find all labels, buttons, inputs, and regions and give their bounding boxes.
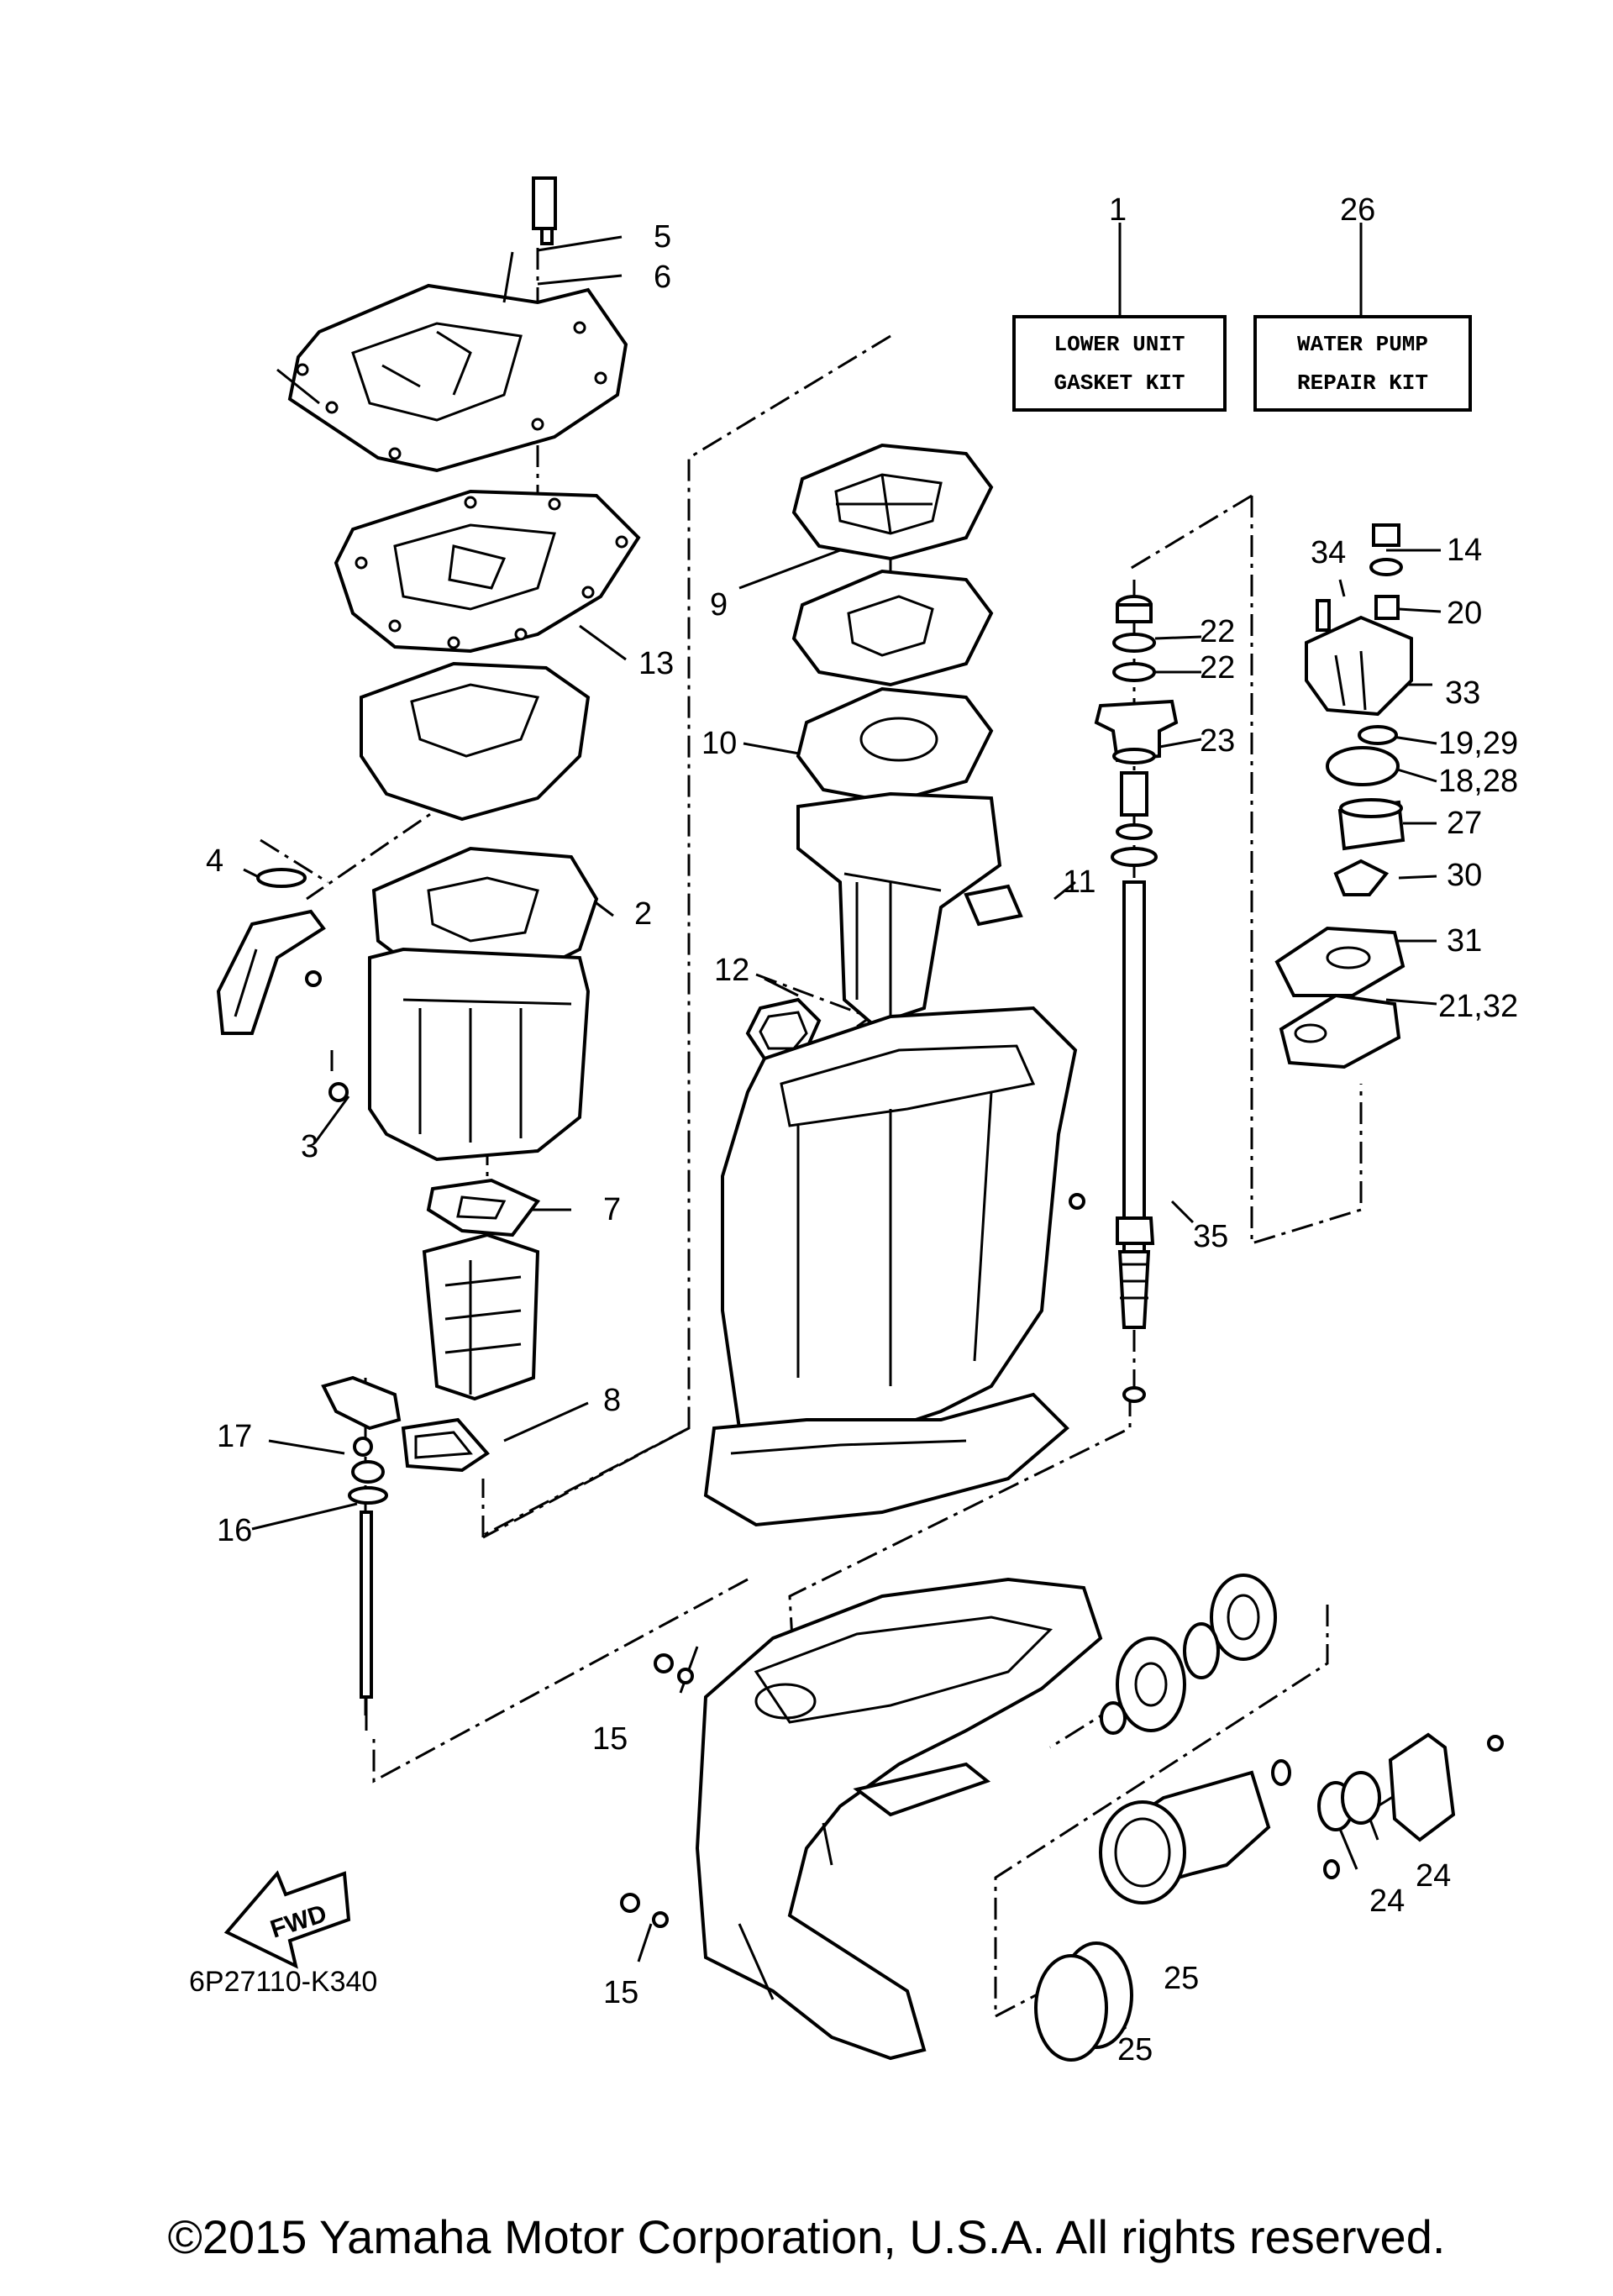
callout-26: 26 (1340, 192, 1376, 228)
reference-code: 6P27110-K340 (189, 1966, 378, 1998)
callout-22-upper: 22 (1200, 614, 1236, 649)
water-pump-parts (1274, 523, 1413, 1069)
drain-screws (620, 1193, 1085, 1928)
callout-8: 8 (603, 1383, 622, 1418)
copyright-notice: ©2015 Yamaha Motor Corporation, U.S.A. A… (167, 2210, 1446, 2263)
callout-9: 9 (710, 587, 728, 623)
gasket-8 (401, 1417, 491, 1473)
lower-unit-kit-line2: GASKET KIT (1053, 370, 1185, 396)
drive-shaft (1116, 880, 1155, 1403)
callout-25-right: 25 (1164, 1961, 1200, 1996)
callout-21-32: 21,32 (1438, 989, 1519, 1024)
exhaust-guide-housing (796, 791, 1002, 1027)
lower-casing (695, 1577, 1103, 2061)
callout-35: 35 (1193, 1219, 1229, 1254)
gasket-13 (334, 489, 641, 654)
callout-15-upper: 15 (592, 1721, 628, 1757)
callout-10: 10 (701, 726, 738, 761)
callout-3: 3 (301, 1129, 319, 1164)
callout-24-right: 24 (1416, 1858, 1452, 1894)
fwd-arrow-icon: FWD (223, 1870, 351, 1969)
callout-27: 27 (1447, 806, 1483, 841)
water-pump-kit-line1: WATER PUMP (1296, 332, 1429, 357)
upper-casing (276, 176, 628, 473)
callout-2: 2 (634, 896, 653, 932)
drive-shaft-bearings (1094, 595, 1179, 867)
callout-12: 12 (714, 953, 750, 988)
callout-5: 5 (654, 219, 672, 255)
water-plate (791, 569, 994, 687)
callout-16: 16 (217, 1513, 253, 1548)
callout-24-left: 24 (1369, 1884, 1405, 1919)
callout-11: 11 (1063, 864, 1096, 900)
callout-15-lower: 15 (603, 1975, 639, 2010)
gasket-7 (426, 1178, 541, 1237)
callout-18-28: 18,28 (1438, 764, 1519, 799)
rubber-mount-11 (964, 884, 1023, 927)
callout-7: 7 (603, 1192, 622, 1227)
callout-4: 4 (206, 843, 224, 879)
callout-1: 1 (1109, 192, 1127, 228)
gasket-10 (796, 686, 994, 805)
gasket-9 (791, 443, 994, 561)
drive-shaft-housing (703, 1006, 1078, 1527)
callout-17: 17 (217, 1419, 253, 1454)
callout-23: 23 (1200, 723, 1236, 759)
water-pump-repair-kit-box: WATER PUMP REPAIR KIT (1253, 315, 1472, 412)
callout-25-left: 25 (1117, 2032, 1153, 2067)
shift-rod (321, 1375, 402, 1731)
water-pump-kit-line2: REPAIR KIT (1296, 370, 1429, 396)
gear-assembly (1034, 1574, 1504, 2062)
water-tube-assembly (216, 868, 326, 1035)
callout-31: 31 (1447, 923, 1483, 959)
lower-unit-kit-line1: LOWER UNIT (1053, 332, 1185, 357)
callout-13: 13 (638, 646, 675, 681)
callout-33: 33 (1445, 675, 1481, 711)
callout-30: 30 (1447, 858, 1483, 893)
exhaust-spacer (360, 661, 591, 822)
callout-19-29: 19,29 (1438, 726, 1519, 761)
callout-20: 20 (1447, 596, 1483, 631)
callout-22-lower: 22 (1200, 650, 1236, 686)
callout-14: 14 (1447, 533, 1483, 568)
lower-unit-gasket-kit-box: LOWER UNIT GASKET KIT (1012, 315, 1227, 412)
callout-6: 6 (654, 260, 672, 295)
exhaust-manifold (328, 947, 591, 1162)
exhaust-tube (422, 1232, 540, 1401)
callout-34: 34 (1311, 535, 1347, 570)
